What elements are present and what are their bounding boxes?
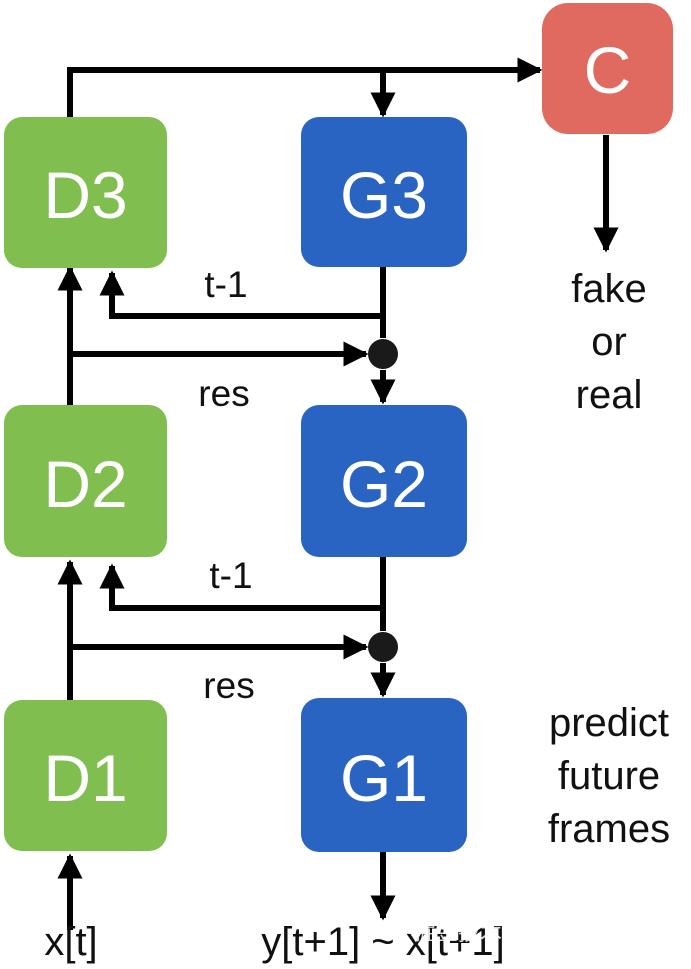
watermark: 掘金技术社区 @ 布客飞龙 bbox=[414, 921, 670, 946]
node-g3-label: G3 bbox=[340, 158, 428, 232]
edge-label-res-lower: res bbox=[203, 665, 254, 706]
caption-line-2: future bbox=[558, 754, 660, 798]
node-g1: G1 bbox=[301, 698, 467, 852]
edge-t1-lower bbox=[99, 563, 383, 611]
output-label-line-2: or bbox=[591, 320, 627, 364]
caption-line-3: frames bbox=[548, 807, 670, 851]
node-d3-box bbox=[4, 117, 167, 268]
edge-label-t-minus-1-upper: t-1 bbox=[204, 264, 247, 305]
node-d2-box bbox=[4, 405, 167, 557]
edges bbox=[57, 57, 619, 930]
node-g2-label: G2 bbox=[340, 447, 428, 521]
node-d3-label: D3 bbox=[43, 158, 127, 232]
edge-d3-to-c bbox=[67, 57, 543, 117]
node-g2-box bbox=[301, 405, 467, 557]
node-d2: D2 bbox=[4, 405, 167, 557]
node-d2-label: D2 bbox=[43, 447, 127, 521]
caption-line-1: predict bbox=[549, 701, 669, 745]
node-d1-label: D1 bbox=[43, 741, 127, 815]
input-label: x[t] bbox=[44, 920, 97, 964]
node-c-label: C bbox=[584, 33, 632, 107]
node-c: C bbox=[542, 3, 673, 134]
node-g3-box bbox=[301, 117, 467, 267]
caption: predict future frames bbox=[548, 701, 670, 851]
node-g3: G3 bbox=[301, 117, 467, 267]
node-g2: G2 bbox=[301, 405, 467, 557]
edge-label-res-upper: res bbox=[198, 373, 249, 414]
output-label: fake or real bbox=[571, 267, 647, 417]
node-d3: D3 bbox=[4, 117, 167, 268]
output-label-line-3: real bbox=[576, 373, 643, 417]
node-g1-box bbox=[301, 698, 467, 852]
prediction-label: y[t+1] ~ x[t+1] bbox=[261, 920, 504, 964]
node-c-box bbox=[542, 3, 673, 134]
edge-label-t-minus-1-lower: t-1 bbox=[209, 555, 252, 596]
node-d1: D1 bbox=[4, 700, 167, 851]
node-d1-box bbox=[4, 700, 167, 851]
node-g1-label: G1 bbox=[340, 741, 428, 815]
edge-t1-upper bbox=[99, 270, 383, 319]
output-label-line-1: fake bbox=[571, 267, 647, 311]
junction-lower bbox=[368, 632, 398, 662]
junction-upper bbox=[368, 339, 398, 369]
